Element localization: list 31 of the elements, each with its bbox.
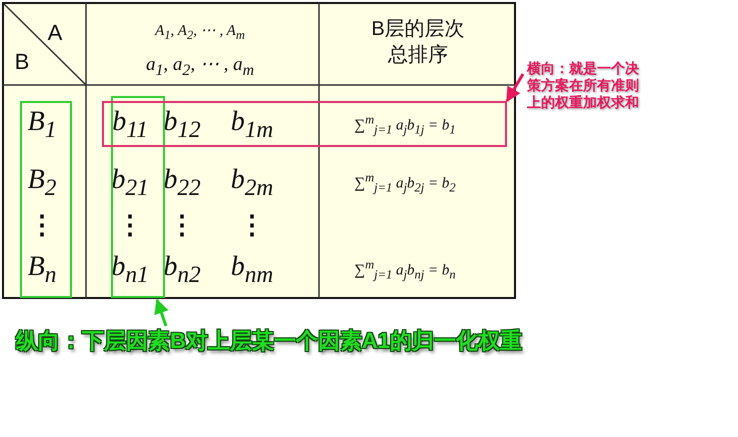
matrix-entry: b$_{n1}$	[111, 251, 149, 289]
matrix-entry: b$_{21}$	[111, 164, 149, 202]
matrix-entry: b$_{2m}$	[230, 164, 274, 202]
sum-formula: ∑$^{m}$$_{j=1}$ a$_{j}$b$_{1j}$ = b$_{1}$	[354, 112, 456, 138]
annotation-text: 横向：就是一个决策方案在所有准则上的权重加权求和	[527, 60, 645, 132]
ellipsis: ⋮	[169, 210, 195, 240]
sum-formula: ∑$^{m}$$_{j=1}$ a$_{j}$b$_{nj}$ = b$_{n}$	[354, 258, 456, 282]
header-label: B	[14, 49, 30, 75]
row-label: B$_{1}$	[28, 106, 56, 144]
ellipsis: ⋮	[29, 210, 55, 240]
sum-formula: ∑$^{m}$$_{j=1}$ a$_{j}$b$_{2j}$ = b$_{2}$	[354, 170, 456, 196]
row-label: B$_{2}$	[28, 164, 56, 202]
row-label: B$_{n}$	[28, 251, 56, 289]
highlight-frame	[20, 101, 72, 298]
matrix-entry: b$_{12}$	[163, 106, 201, 144]
matrix-entry: b$_{11}$	[112, 106, 148, 144]
ellipsis: ⋮	[117, 210, 143, 240]
ellipsis: ⋮	[239, 210, 265, 240]
header-formula: a$_{1}$, a$_{2}$, ⋯ , a$_{m}$	[146, 53, 254, 80]
matrix-entry: b$_{nm}$	[230, 251, 274, 289]
annotation-text: 纵向：下层因素B对上层某一个因素A1的归一化权重	[16, 326, 576, 358]
highlight-frame	[111, 96, 165, 298]
arrow	[154, 298, 168, 326]
header-formula: A$_{1}$, A$_{2}$, ⋯ , A$_{m}$	[155, 22, 245, 43]
header-label: A	[48, 20, 62, 46]
highlight-frame	[102, 101, 507, 147]
arrow	[506, 73, 524, 102]
matrix-entry: b$_{22}$	[163, 164, 201, 202]
matrix-entry: b$_{1m}$	[230, 106, 274, 144]
matrix-entry: b$_{n2}$	[163, 251, 201, 289]
column-header: B层的层次总排序	[370, 17, 466, 68]
